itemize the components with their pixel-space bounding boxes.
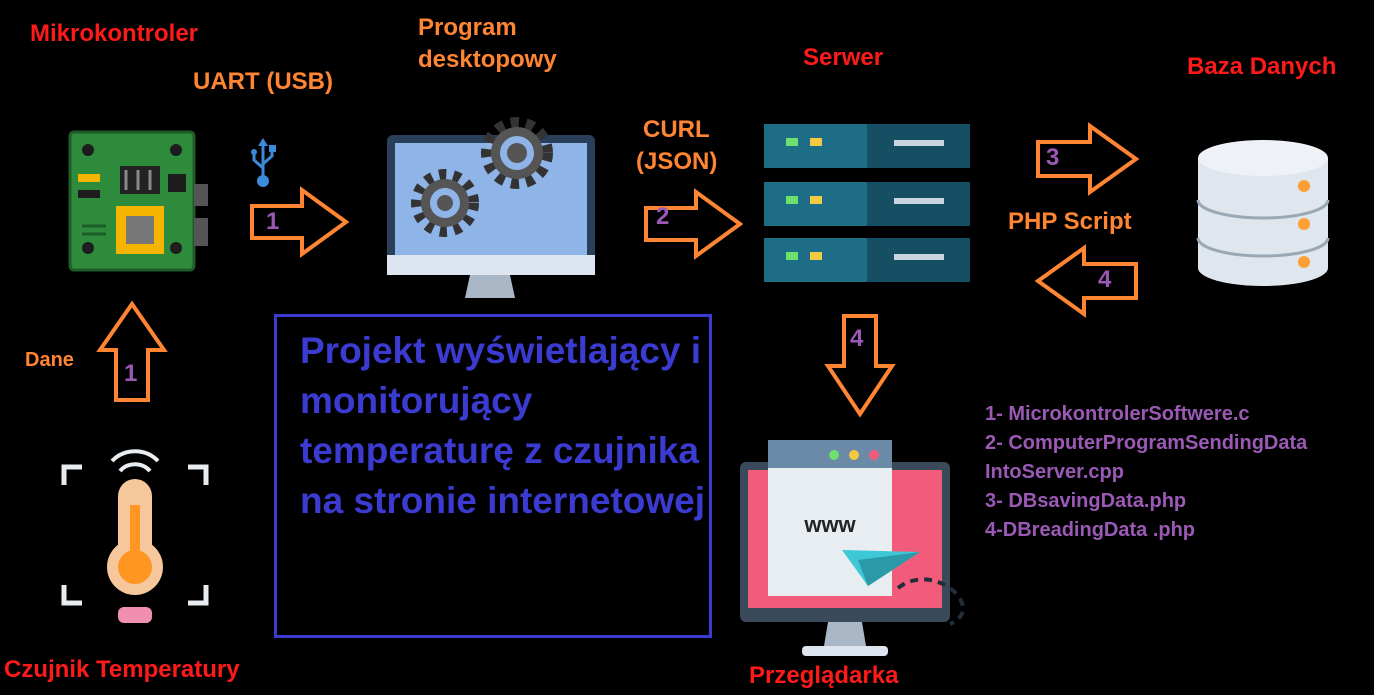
- www-text: www: [803, 512, 856, 537]
- title-box: [274, 314, 712, 638]
- php-script-label: PHP Script: [1008, 208, 1132, 235]
- legend-item: 4-DBreadingData .php: [985, 519, 1196, 541]
- server-icon: [764, 124, 970, 282]
- curl-label-line1: CURL: [643, 116, 710, 143]
- browser-label: Przeglądarka: [749, 662, 899, 689]
- microcontroller-icon: [68, 130, 208, 272]
- microcontroller-label: Mikrokontroler: [30, 20, 199, 47]
- file-legend: 1- MicrokontrolerSoftwere.c 2- ComputerP…: [985, 400, 1307, 545]
- server-label: Serwer: [803, 44, 884, 71]
- arrow-1-right: [250, 186, 350, 258]
- arrow-4-left: [1034, 244, 1138, 318]
- uart-label: UART (USB): [193, 68, 333, 95]
- browser-icon: www: [740, 440, 965, 656]
- arrow-3-right-number: 3: [1046, 144, 1060, 171]
- desktop-program-icon: [387, 117, 595, 298]
- arrow-4-left-number: 4: [1098, 266, 1112, 293]
- arrow-1-right-number: 1: [266, 208, 280, 235]
- database-label: Baza Danych: [1187, 53, 1337, 80]
- arrow-1-up-number: 1: [124, 360, 138, 387]
- legend-item: 3- DBsavingData.php: [985, 490, 1187, 512]
- temperature-sensor-label: Czujnik Temperatury: [4, 656, 240, 683]
- project-title: Projekt wyświetlający i monitorujący tem…: [300, 330, 706, 521]
- program-label-line2: desktopowy: [418, 46, 557, 73]
- arrow-4-down: [824, 314, 896, 418]
- legend-item: 2- ComputerProgramSendingData: [985, 432, 1308, 454]
- temperature-sensor-icon: [61, 449, 209, 623]
- database-icon: [1196, 140, 1330, 286]
- legend-item: IntoServer.cpp: [985, 461, 1124, 483]
- data-label: Dane: [25, 349, 74, 371]
- arrow-2-right-number: 2: [656, 203, 670, 230]
- usb-icon: [251, 138, 276, 187]
- curl-label-line2: (JSON): [636, 148, 718, 175]
- program-label-line1: Program: [418, 14, 517, 41]
- arrow-1-up: [96, 300, 168, 402]
- arrow-3-right: [1036, 122, 1140, 196]
- legend-item: 1- MicrokontrolerSoftwere.c: [985, 403, 1250, 425]
- arrow-2-right: [644, 188, 744, 260]
- arrow-4-down-number: 4: [850, 325, 864, 352]
